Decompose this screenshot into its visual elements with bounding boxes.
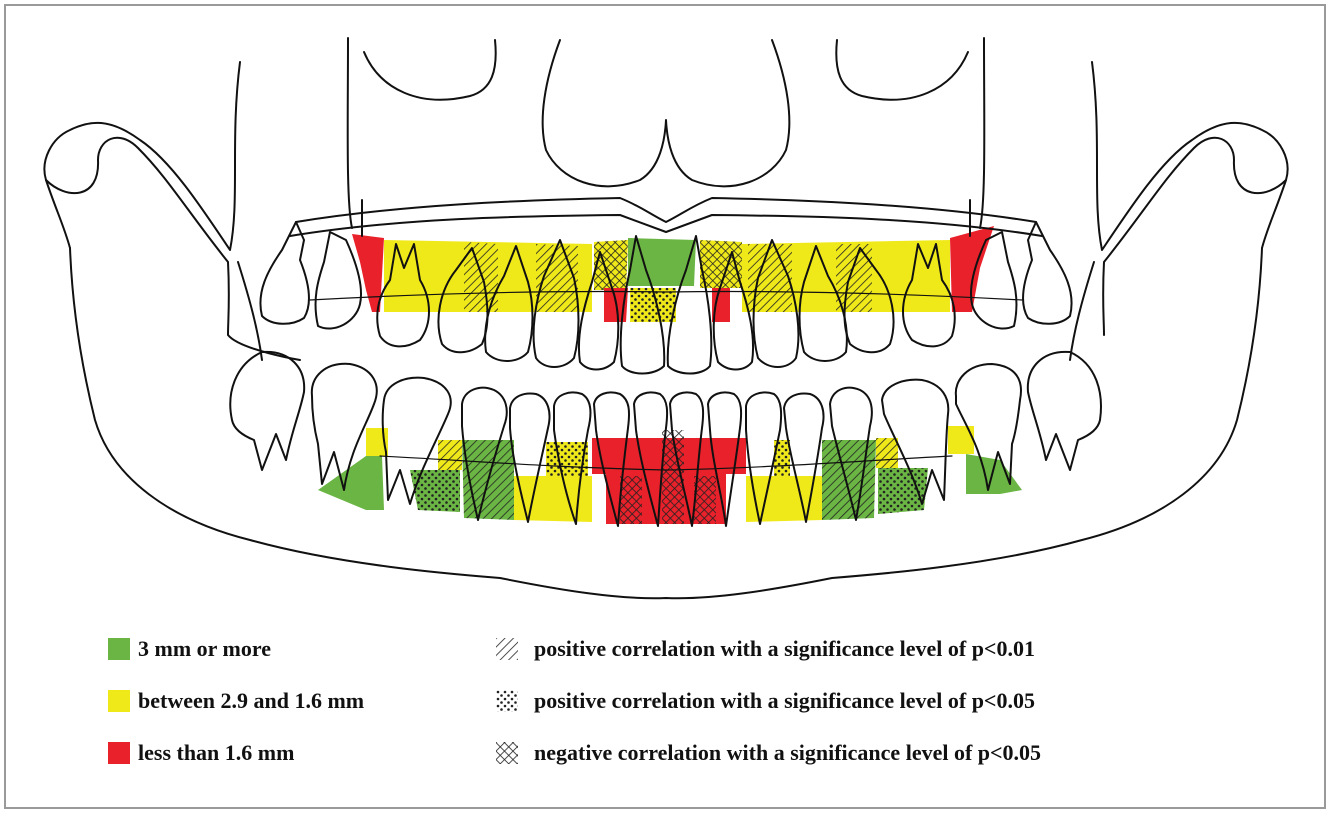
legend-swatch-red [108, 742, 130, 764]
legend-swatch-yellow [108, 690, 130, 712]
lower-band-left-hatch-yellow-pattern [438, 440, 462, 470]
lower-band-far-left-green [318, 456, 384, 510]
legend-label-hatch: positive correlation with a significance… [534, 636, 1035, 662]
cross-hatch-icon [496, 742, 518, 764]
legend-item-cross: negative correlation with a significance… [496, 740, 1041, 766]
lower-bands [318, 426, 1022, 524]
legend-item-yellow: between 2.9 and 1.6 mm [108, 688, 364, 714]
legend-label-red: less than 1.6 mm [138, 740, 294, 766]
legend-item-hatch: positive correlation with a significance… [496, 636, 1035, 662]
upper-band-right-hatch-b [836, 244, 872, 312]
lower-band-center-cross-a [620, 476, 642, 524]
upper-tooth-r8 [1023, 222, 1072, 324]
upper-tooth-l8 [260, 222, 309, 324]
diagonal-hatch-icon [496, 638, 518, 660]
jaw-diagram [0, 0, 1332, 620]
lower-band-right-dots-pattern [878, 468, 928, 514]
legend-label-dots: positive correlation with a significance… [534, 688, 1035, 714]
lower-band-right-hatch-green-pattern [822, 440, 876, 520]
lower-band-far-right-yellow [948, 426, 974, 454]
legend-item-dots: positive correlation with a significance… [496, 688, 1035, 714]
legend-label-cross: negative correlation with a significance… [534, 740, 1041, 766]
lower-band-right-hatch-yellow-pattern [876, 438, 898, 468]
legend-swatch-green [108, 638, 130, 660]
legend-label-green: 3 mm or more [138, 636, 271, 662]
lower-band-far-right-green [966, 454, 1022, 494]
legend-label-yellow: between 2.9 and 1.6 mm [138, 688, 364, 714]
upper-bands [352, 226, 994, 322]
legend-item-red: less than 1.6 mm [108, 740, 294, 766]
lower-tooth-l8 [230, 352, 304, 470]
upper-tooth-l7 [316, 232, 362, 329]
lower-band-left-dots-pattern [410, 470, 460, 512]
lower-tooth-r8 [1028, 352, 1101, 470]
dots-pattern-icon [496, 690, 518, 712]
legend-item-green: 3 mm or more [108, 636, 271, 662]
